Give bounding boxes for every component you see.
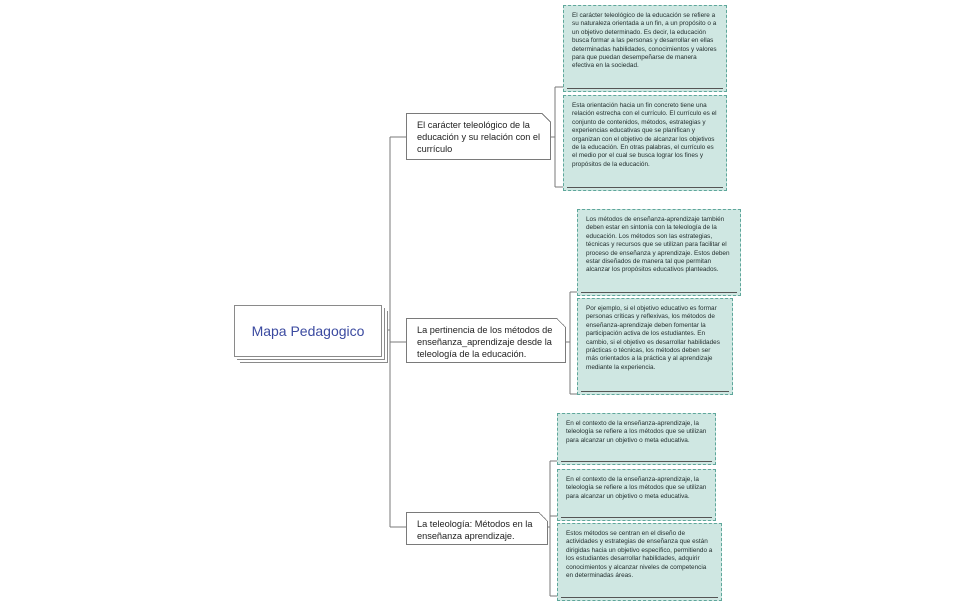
note-text: Esta orientación hacia un fin concreto t…	[572, 102, 717, 168]
note-topic-1-a[interactable]: El carácter teleológico de la educación …	[563, 5, 727, 92]
note-text: Estos métodos se centran en el diseño de…	[566, 530, 713, 580]
note-topic-2-b[interactable]: Por ejemplo, si el objetivo educativo es…	[577, 298, 733, 395]
topic-label: La teleología: Métodos en la enseñanza a…	[417, 519, 533, 541]
root-node[interactable]: Mapa Pedagogico	[234, 305, 382, 357]
topic-1-bracket	[550, 86, 563, 188]
topic-label: El carácter teleológico de la educación …	[417, 120, 541, 154]
topic-node-teleologia-metodos[interactable]: La teleología: Métodos en la enseñanza a…	[406, 512, 548, 545]
topic-2-bracket	[566, 291, 577, 395]
note-text: Por ejemplo, si el objetivo educativo es…	[586, 305, 720, 371]
note-topic-3-b[interactable]: En el contexto de la enseñanza-aprendiza…	[557, 469, 716, 521]
topic-3-bracket	[548, 460, 557, 597]
note-topic-2-a[interactable]: Los métodos de enseñanza-aprendizaje tam…	[577, 209, 741, 296]
note-text: En el contexto de la enseñanza-aprendiza…	[566, 476, 707, 500]
root-label: Mapa Pedagogico	[251, 323, 365, 339]
topic-node-curriculo[interactable]: El carácter teleológico de la educación …	[406, 113, 551, 160]
note-text: En el contexto de la enseñanza-aprendiza…	[566, 420, 707, 444]
note-topic-1-b[interactable]: Esta orientación hacia un fin concreto t…	[563, 95, 727, 191]
note-topic-3-c[interactable]: Estos métodos se centran en el diseño de…	[557, 523, 722, 601]
topic-label: La pertinencia de los métodos de enseñan…	[417, 325, 553, 359]
note-topic-3-a[interactable]: En el contexto de la enseñanza-aprendiza…	[557, 413, 716, 465]
note-text: El carácter teleológico de la educación …	[572, 12, 717, 70]
note-text: Los métodos de enseñanza-aprendizaje tam…	[586, 216, 730, 274]
topic-node-metodos-pertinencia[interactable]: La pertinencia de los métodos de enseñan…	[406, 318, 566, 363]
